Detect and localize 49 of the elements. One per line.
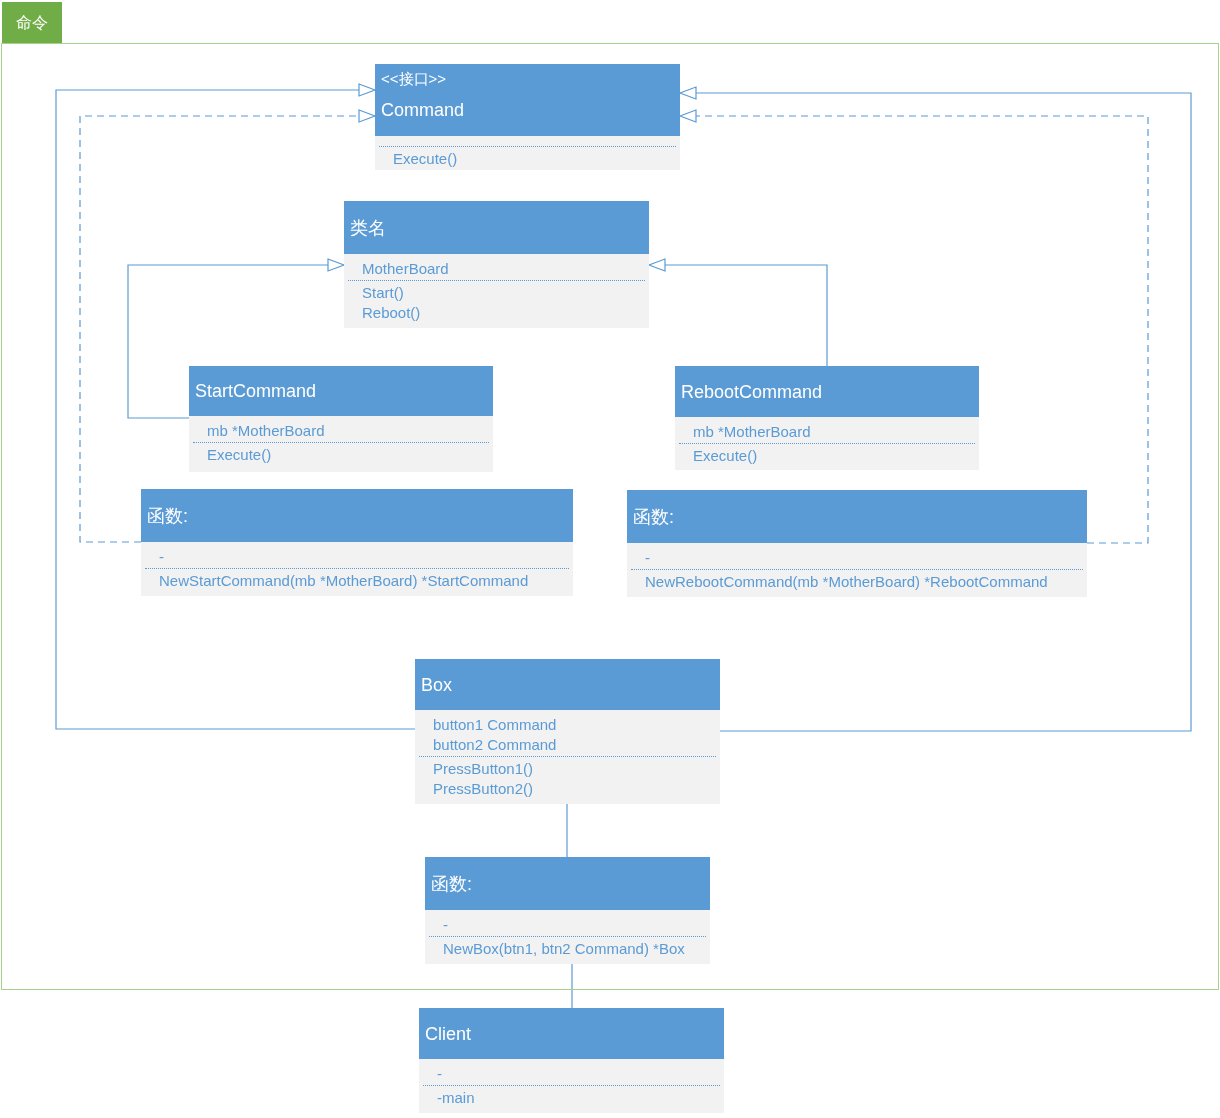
class-box	[675, 366, 979, 470]
class-box	[375, 64, 680, 170]
generalization-arrow	[127, 258, 345, 419]
generalization-arrow	[55, 83, 416, 730]
attribute-text: mb *MotherBoard	[693, 422, 811, 442]
attribute-text: -	[645, 548, 650, 568]
generalization-arrow	[679, 86, 1192, 732]
class-name: 函数:	[633, 505, 674, 529]
class-box	[189, 366, 493, 472]
method-text: NewStartCommand(mb *MotherBoard) *StartCommand	[159, 571, 529, 591]
class-name: 函数:	[147, 504, 188, 528]
class-box	[141, 489, 573, 596]
method-text: Execute()	[693, 446, 758, 466]
realization-arrow	[79, 109, 376, 543]
class-box	[344, 201, 649, 328]
class-name: 类名	[350, 216, 386, 240]
class-name: Command	[381, 99, 465, 122]
method-text: Execute()	[393, 149, 458, 169]
package-tab: 命令	[2, 2, 62, 43]
uml-package	[1, 2, 1219, 990]
attribute-text: -	[159, 547, 164, 567]
realization-arrow	[679, 109, 1149, 544]
attribute-text: -	[443, 915, 448, 935]
method-text: Start()	[362, 283, 404, 303]
method-text: PressButton1()	[433, 759, 534, 779]
class-name: StartCommand	[195, 380, 317, 403]
method-text: PressButton2()	[433, 779, 534, 799]
attribute-text: mb *MotherBoard	[207, 421, 325, 441]
attribute-text: -	[437, 1064, 442, 1084]
stereotype-label: <<接口>>	[381, 69, 447, 89]
attribute-text: button1 Command	[433, 715, 557, 735]
class-name: 函数:	[431, 872, 472, 896]
method-text: -main	[437, 1088, 475, 1108]
class-name: RebootCommand	[681, 380, 823, 404]
class-box	[425, 857, 710, 964]
class-box	[627, 490, 1087, 597]
class-name: Box	[421, 673, 453, 697]
generalization-arrow	[648, 258, 828, 367]
class-name: Client	[425, 1022, 472, 1046]
attribute-text: button2 Command	[433, 735, 557, 755]
class-box	[415, 659, 720, 804]
class-box	[419, 1008, 724, 1113]
method-text: Execute()	[207, 445, 272, 465]
association-line	[566, 803, 568, 858]
method-text: Reboot()	[362, 303, 421, 323]
method-text: NewBox(btn1, btn2 Command) *Box	[443, 939, 685, 959]
attribute-text: MotherBoard	[362, 259, 449, 279]
association-line	[571, 963, 573, 1009]
method-text: NewRebootCommand(mb *MotherBoard) *RebootCommand	[645, 572, 1048, 592]
